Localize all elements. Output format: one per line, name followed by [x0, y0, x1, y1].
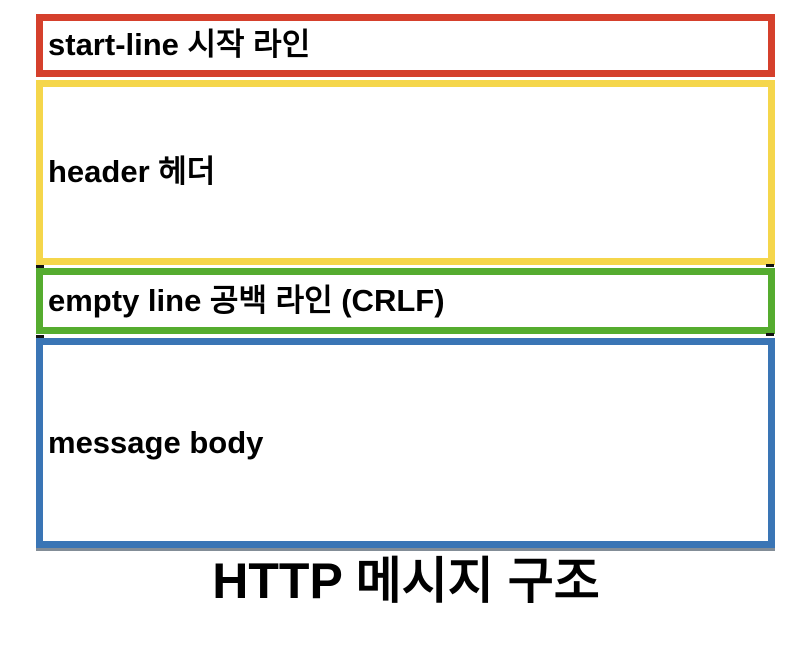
junction-tick-mark	[36, 335, 44, 338]
message-body-box: message body	[36, 338, 775, 548]
empty-line-label: empty line 공백 라인 (CRLF)	[48, 282, 445, 318]
empty-line-box: empty line 공백 라인 (CRLF)	[36, 268, 775, 334]
junction-tick-mark	[36, 265, 44, 268]
junction-tick-mark	[766, 333, 774, 336]
start-line-label: start-line 시작 라인	[48, 27, 311, 63]
header-box: header 헤더	[36, 80, 775, 265]
start-line-box: start-line 시작 라인	[36, 14, 775, 77]
message-body-label: message body	[48, 424, 264, 460]
header-label: header 헤더	[48, 154, 216, 190]
junction-tick-mark	[766, 264, 774, 267]
diagram-title: HTTP 메시지 구조	[212, 553, 600, 609]
